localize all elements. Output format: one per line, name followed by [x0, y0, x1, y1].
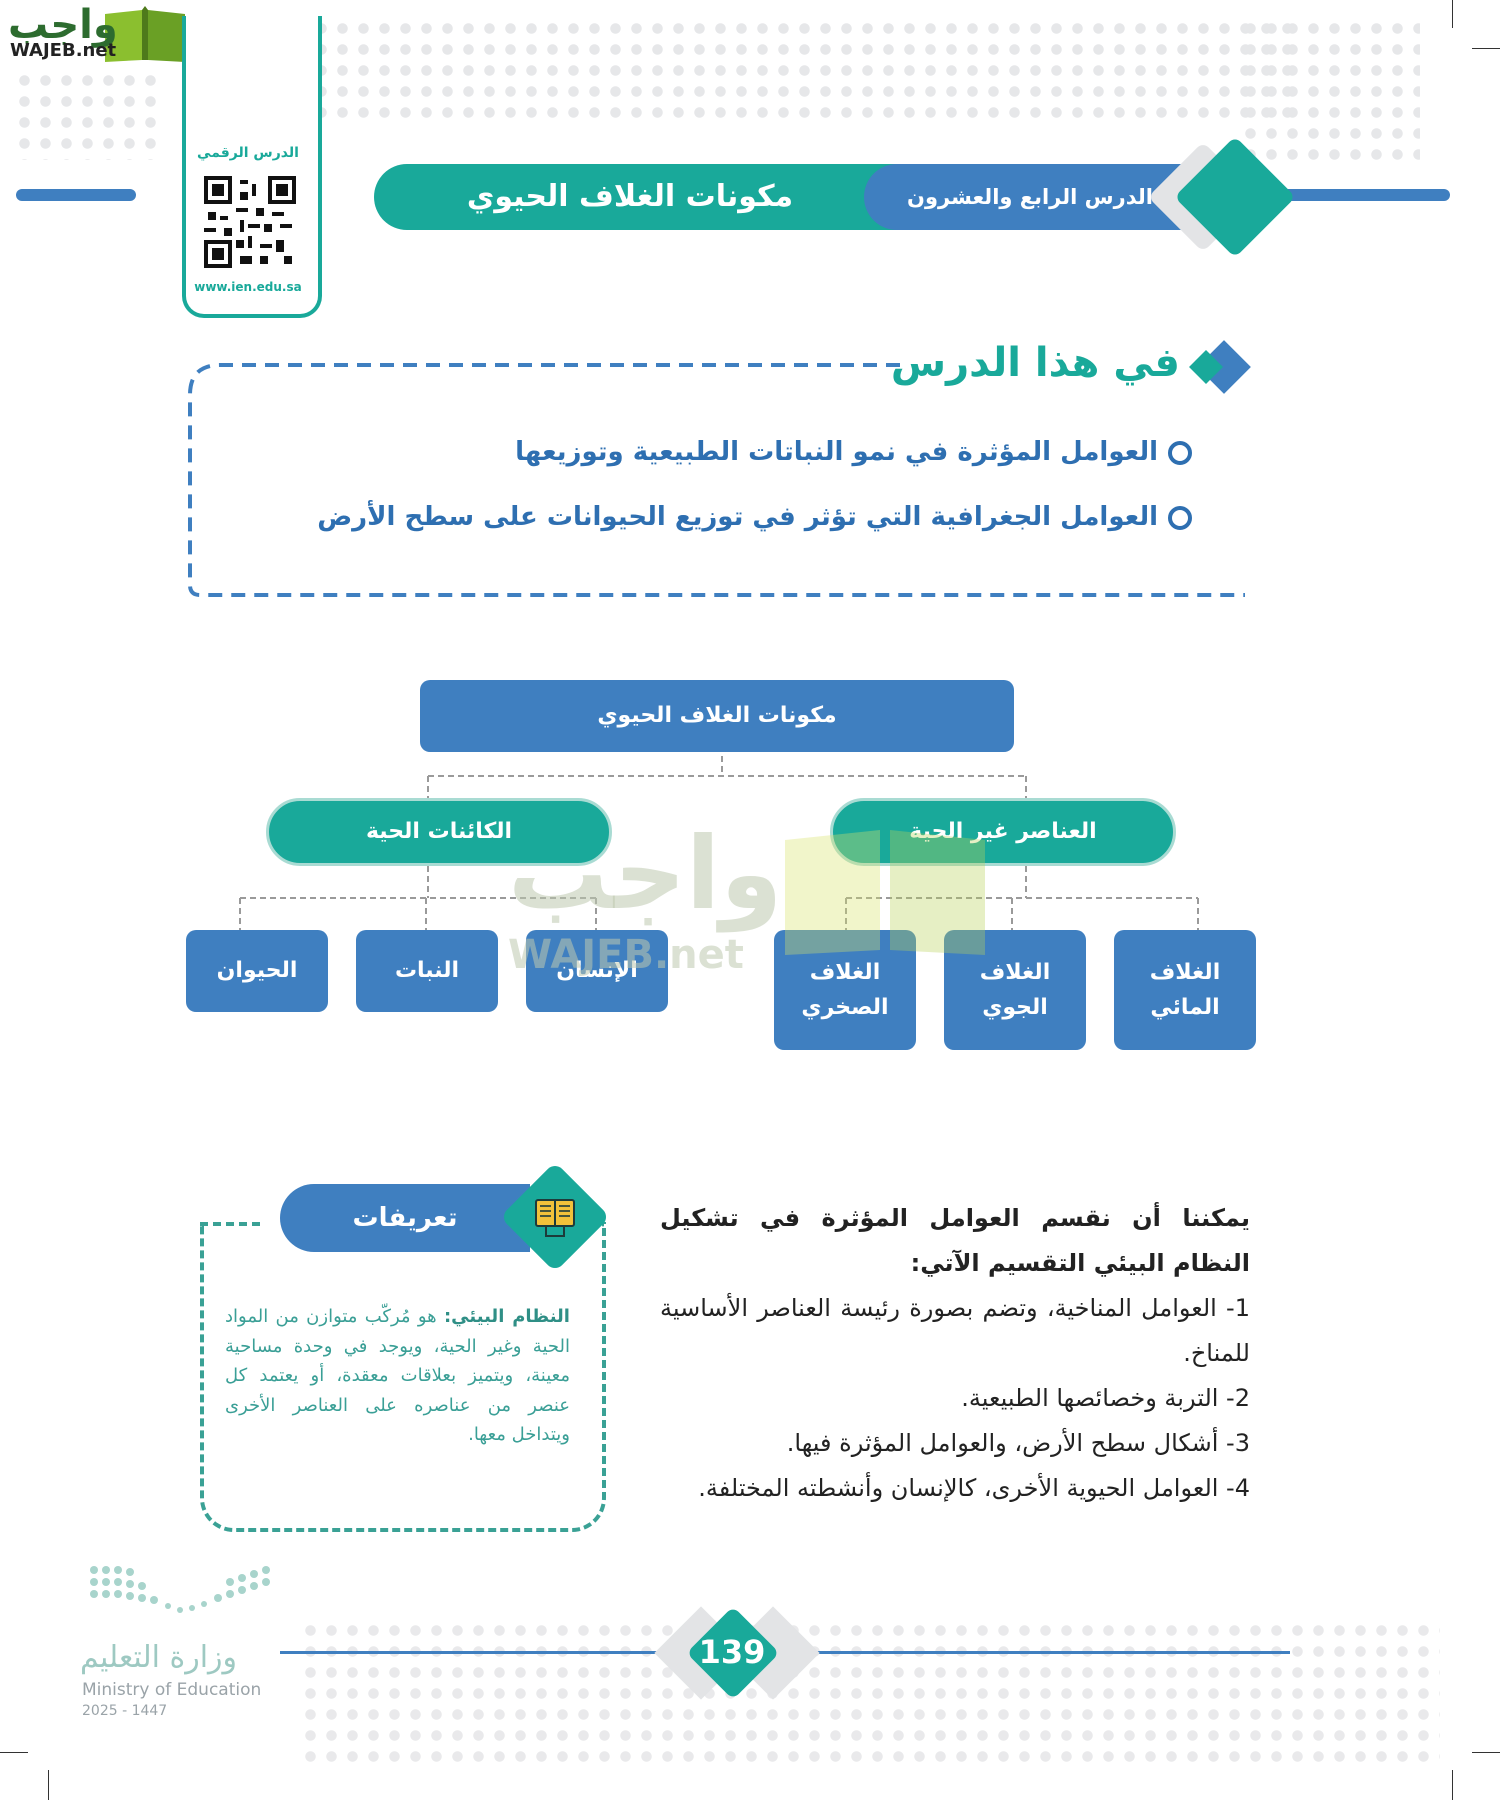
- dot-pattern-top-left: [14, 70, 164, 160]
- lesson-number: الدرس الرابع والعشرون: [907, 185, 1153, 209]
- lesson-title: مكونات الغلاف الحيوي: [466, 179, 794, 214]
- digital-lesson-label: الدرس الرقمي: [197, 145, 299, 161]
- diagram-branch-node: العناصر غير الحية: [830, 798, 1176, 866]
- crop-mark: [1452, 1770, 1453, 1800]
- crop-mark: [1472, 48, 1500, 49]
- brand-name-ar: واجب: [8, 2, 118, 48]
- crop-mark: [48, 1770, 49, 1800]
- diagram-branch-node: الكائنات الحية: [266, 798, 612, 866]
- definitions-title: تعريفات: [280, 1184, 530, 1252]
- bullet-ring-icon: [1168, 505, 1192, 530]
- dot-pattern-top: [290, 18, 1290, 128]
- intro-heading: في هذا الدرس: [890, 340, 1180, 386]
- brand-name-en: WAJEB.net: [10, 40, 117, 61]
- watermark-text-ar: واجب: [508, 815, 783, 932]
- header-line-left: [16, 189, 136, 201]
- diagram-root-node: مكونات الغلاف الحيوي: [420, 680, 1014, 752]
- body-item: 3- أشكال سطح الأرض، والعوامل المؤثرة فيه…: [786, 1429, 1250, 1457]
- watermark-book-icon: [785, 830, 985, 955]
- header-line-right: [1250, 189, 1450, 201]
- book-icon: [535, 1199, 575, 1237]
- intro-bullet-text: العوامل الجغرافية التي تؤثر في توزيع الح…: [317, 502, 1158, 532]
- qr-code-icon[interactable]: [204, 176, 296, 268]
- ministry-name-ar: وزارة التعليم: [80, 1640, 238, 1675]
- definitions-frame: [200, 1222, 606, 1532]
- ministry-logo-icon: [90, 1566, 270, 1613]
- definition-body: هو مُركّب متوازن من المواد الحية وغير ال…: [225, 1306, 570, 1445]
- definitions-frame-top: [200, 1222, 260, 1226]
- crop-mark: [1452, 0, 1453, 28]
- intro-dashed-frame: [188, 363, 1245, 597]
- definition-text: النظام البيئي: هو مُركّب متوازن من الموا…: [225, 1302, 570, 1450]
- crop-mark: [1472, 1752, 1500, 1753]
- footer-line-right: [790, 1651, 1290, 1654]
- definition-term: النظام البيئي:: [443, 1306, 570, 1327]
- body-lead: يمكننا أن نقسم العوامل المؤثرة في تشكيل …: [660, 1204, 1250, 1277]
- crop-mark: [0, 1752, 28, 1753]
- ministry-name-en: Ministry of Education: [82, 1680, 262, 1700]
- footer-line-left: [280, 1651, 680, 1654]
- diagram-leaf-node: الغلاف الصخري: [774, 930, 916, 1050]
- body-text: يمكننا أن نقسم العوامل المؤثرة في تشكيل …: [660, 1196, 1250, 1511]
- watermark-text-en: WAJEB.net: [508, 932, 744, 978]
- body-item: 4- العوامل الحيوية الأخرى، كالإنسان وأنش…: [698, 1474, 1250, 1502]
- intro-bullet-text: العوامل المؤثرة في نمو النباتات الطبيعية…: [515, 437, 1158, 467]
- ministry-year: 2025 - 1447: [82, 1703, 168, 1719]
- diagram-leaf-node: الإنسان: [526, 930, 668, 1012]
- diagram-leaf-node: الغلاف الجوي: [944, 930, 1086, 1050]
- body-item: 2- التربة وخصائصها الطبيعية.: [961, 1384, 1250, 1412]
- dot-pattern-right: [1240, 18, 1420, 168]
- dot-pattern-bottom: [300, 1620, 1440, 1770]
- bullet-ring-icon: [1168, 440, 1192, 465]
- intro-bullet: العوامل المؤثرة في نمو النباتات الطبيعية…: [515, 437, 1192, 467]
- body-item: 1- العوامل المناخية، وتضم بصورة رئيسة ال…: [660, 1294, 1250, 1367]
- page-number: 139: [698, 1633, 766, 1671]
- digital-lesson-url[interactable]: www.ien.edu.sa: [194, 280, 302, 294]
- intro-bullet: العوامل الجغرافية التي تؤثر في توزيع الح…: [317, 502, 1192, 532]
- diagram-leaf-node: الحيوان: [186, 930, 328, 1012]
- diagram-connectors: [239, 756, 1199, 930]
- book-logo-icon: [105, 6, 185, 62]
- diagram-leaf-node: الغلاف المائي: [1114, 930, 1256, 1050]
- diagram-leaf-node: النبات: [356, 930, 498, 1012]
